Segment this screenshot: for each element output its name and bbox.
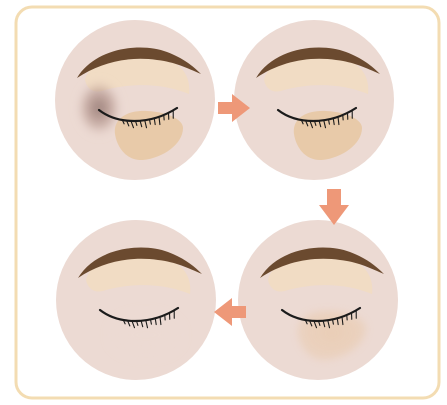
step-panel-bottom-right (238, 220, 398, 380)
skin-circle (56, 220, 216, 380)
step-panel-bottom-left (56, 220, 216, 380)
step-panel-top-right (234, 20, 394, 180)
step-panel-top-left (55, 20, 215, 180)
